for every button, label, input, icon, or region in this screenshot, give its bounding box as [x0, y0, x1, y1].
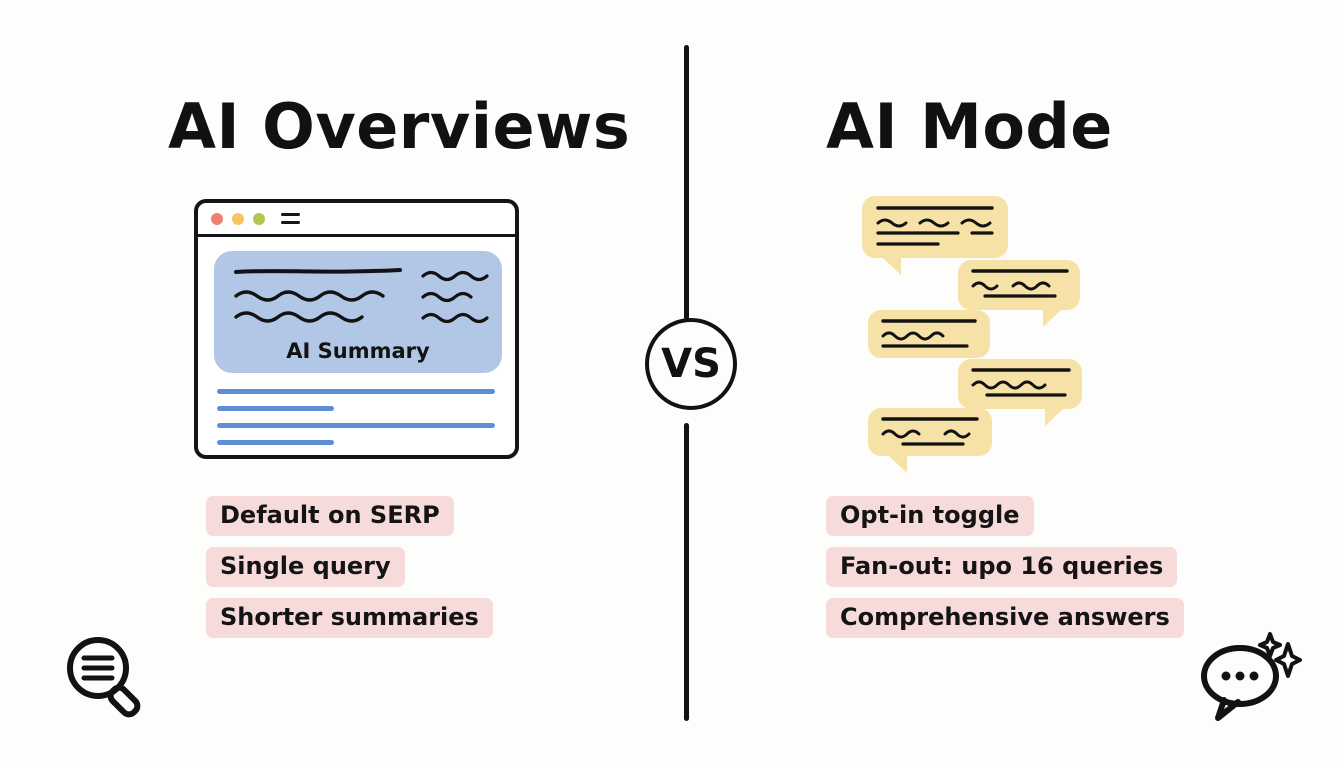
bubble-line [983, 293, 1069, 299]
bubble-line [876, 205, 994, 211]
bubble-line [901, 441, 981, 447]
bubble-line [881, 427, 981, 440]
vs-badge: VS [645, 318, 737, 410]
bubble-tail-icon [1043, 310, 1070, 327]
bubble-tail-icon [874, 258, 901, 275]
right-column-title: AI Mode [826, 90, 1113, 163]
feature-chip: Fan-out: upo 16 queries [826, 547, 1178, 587]
result-link-line [217, 389, 495, 394]
summary-line-wavy-1 [234, 287, 402, 303]
bubble-line [881, 416, 981, 422]
feature-chip: Opt-in toggle [826, 496, 1034, 536]
minimize-dot-icon [232, 212, 244, 225]
bubble-tail-icon [880, 456, 907, 473]
bubble-line [971, 268, 1069, 274]
left-feature-list: Default on SERP Single query Shorter sum… [206, 496, 493, 649]
result-link-line [217, 406, 334, 411]
bubble-line [881, 329, 979, 342]
summary-line-wavy-3 [421, 267, 489, 283]
chat-bubble [868, 408, 992, 473]
ai-summary-label: AI Summary [286, 339, 430, 363]
right-feature-list: Opt-in toggle Fan-out: upo 16 queries Co… [826, 496, 1184, 649]
chat-sparkle-icon [1196, 630, 1306, 730]
summary-line-wavy-5 [421, 309, 489, 325]
vs-label: VS [661, 341, 721, 387]
feature-chip: Comprehensive answers [826, 598, 1184, 638]
feature-chip: Shorter summaries [206, 598, 493, 638]
feature-chip: Default on SERP [206, 496, 454, 536]
browser-window-mockup: AI Summary [194, 199, 519, 459]
chat-bubbles-group [862, 196, 1122, 473]
bubble-line [881, 343, 979, 349]
feature-chip: Single query [206, 547, 405, 587]
maximize-dot-icon [253, 212, 265, 225]
bubble-line [876, 216, 994, 229]
bubble-line [985, 392, 1071, 398]
bubble-line [971, 378, 1071, 391]
summary-line-straight [234, 267, 402, 275]
chat-bubble [958, 359, 1082, 426]
close-dot-icon [211, 212, 223, 225]
bubble-line [876, 241, 994, 247]
divider-line-bottom [684, 423, 689, 721]
chat-bubble [958, 260, 1080, 327]
bubble-line [971, 367, 1071, 373]
bubble-tail-icon [1045, 409, 1072, 426]
divider-line-top [684, 45, 689, 320]
search-result-links [217, 389, 505, 455]
result-link-line [217, 423, 495, 428]
search-list-icon [58, 630, 154, 730]
bubble-line [971, 279, 1069, 292]
result-link-line [217, 440, 334, 445]
browser-titlebar [198, 203, 515, 237]
left-column-title: AI Overviews [168, 90, 631, 163]
hamburger-icon [281, 213, 300, 224]
ai-summary-box: AI Summary [214, 251, 502, 373]
chat-bubble [862, 196, 1008, 275]
bubble-line [876, 230, 994, 236]
summary-line-wavy-4 [421, 288, 479, 304]
summary-line-wavy-2 [234, 308, 387, 324]
bubble-line [881, 318, 979, 324]
chat-bubble [868, 310, 990, 358]
